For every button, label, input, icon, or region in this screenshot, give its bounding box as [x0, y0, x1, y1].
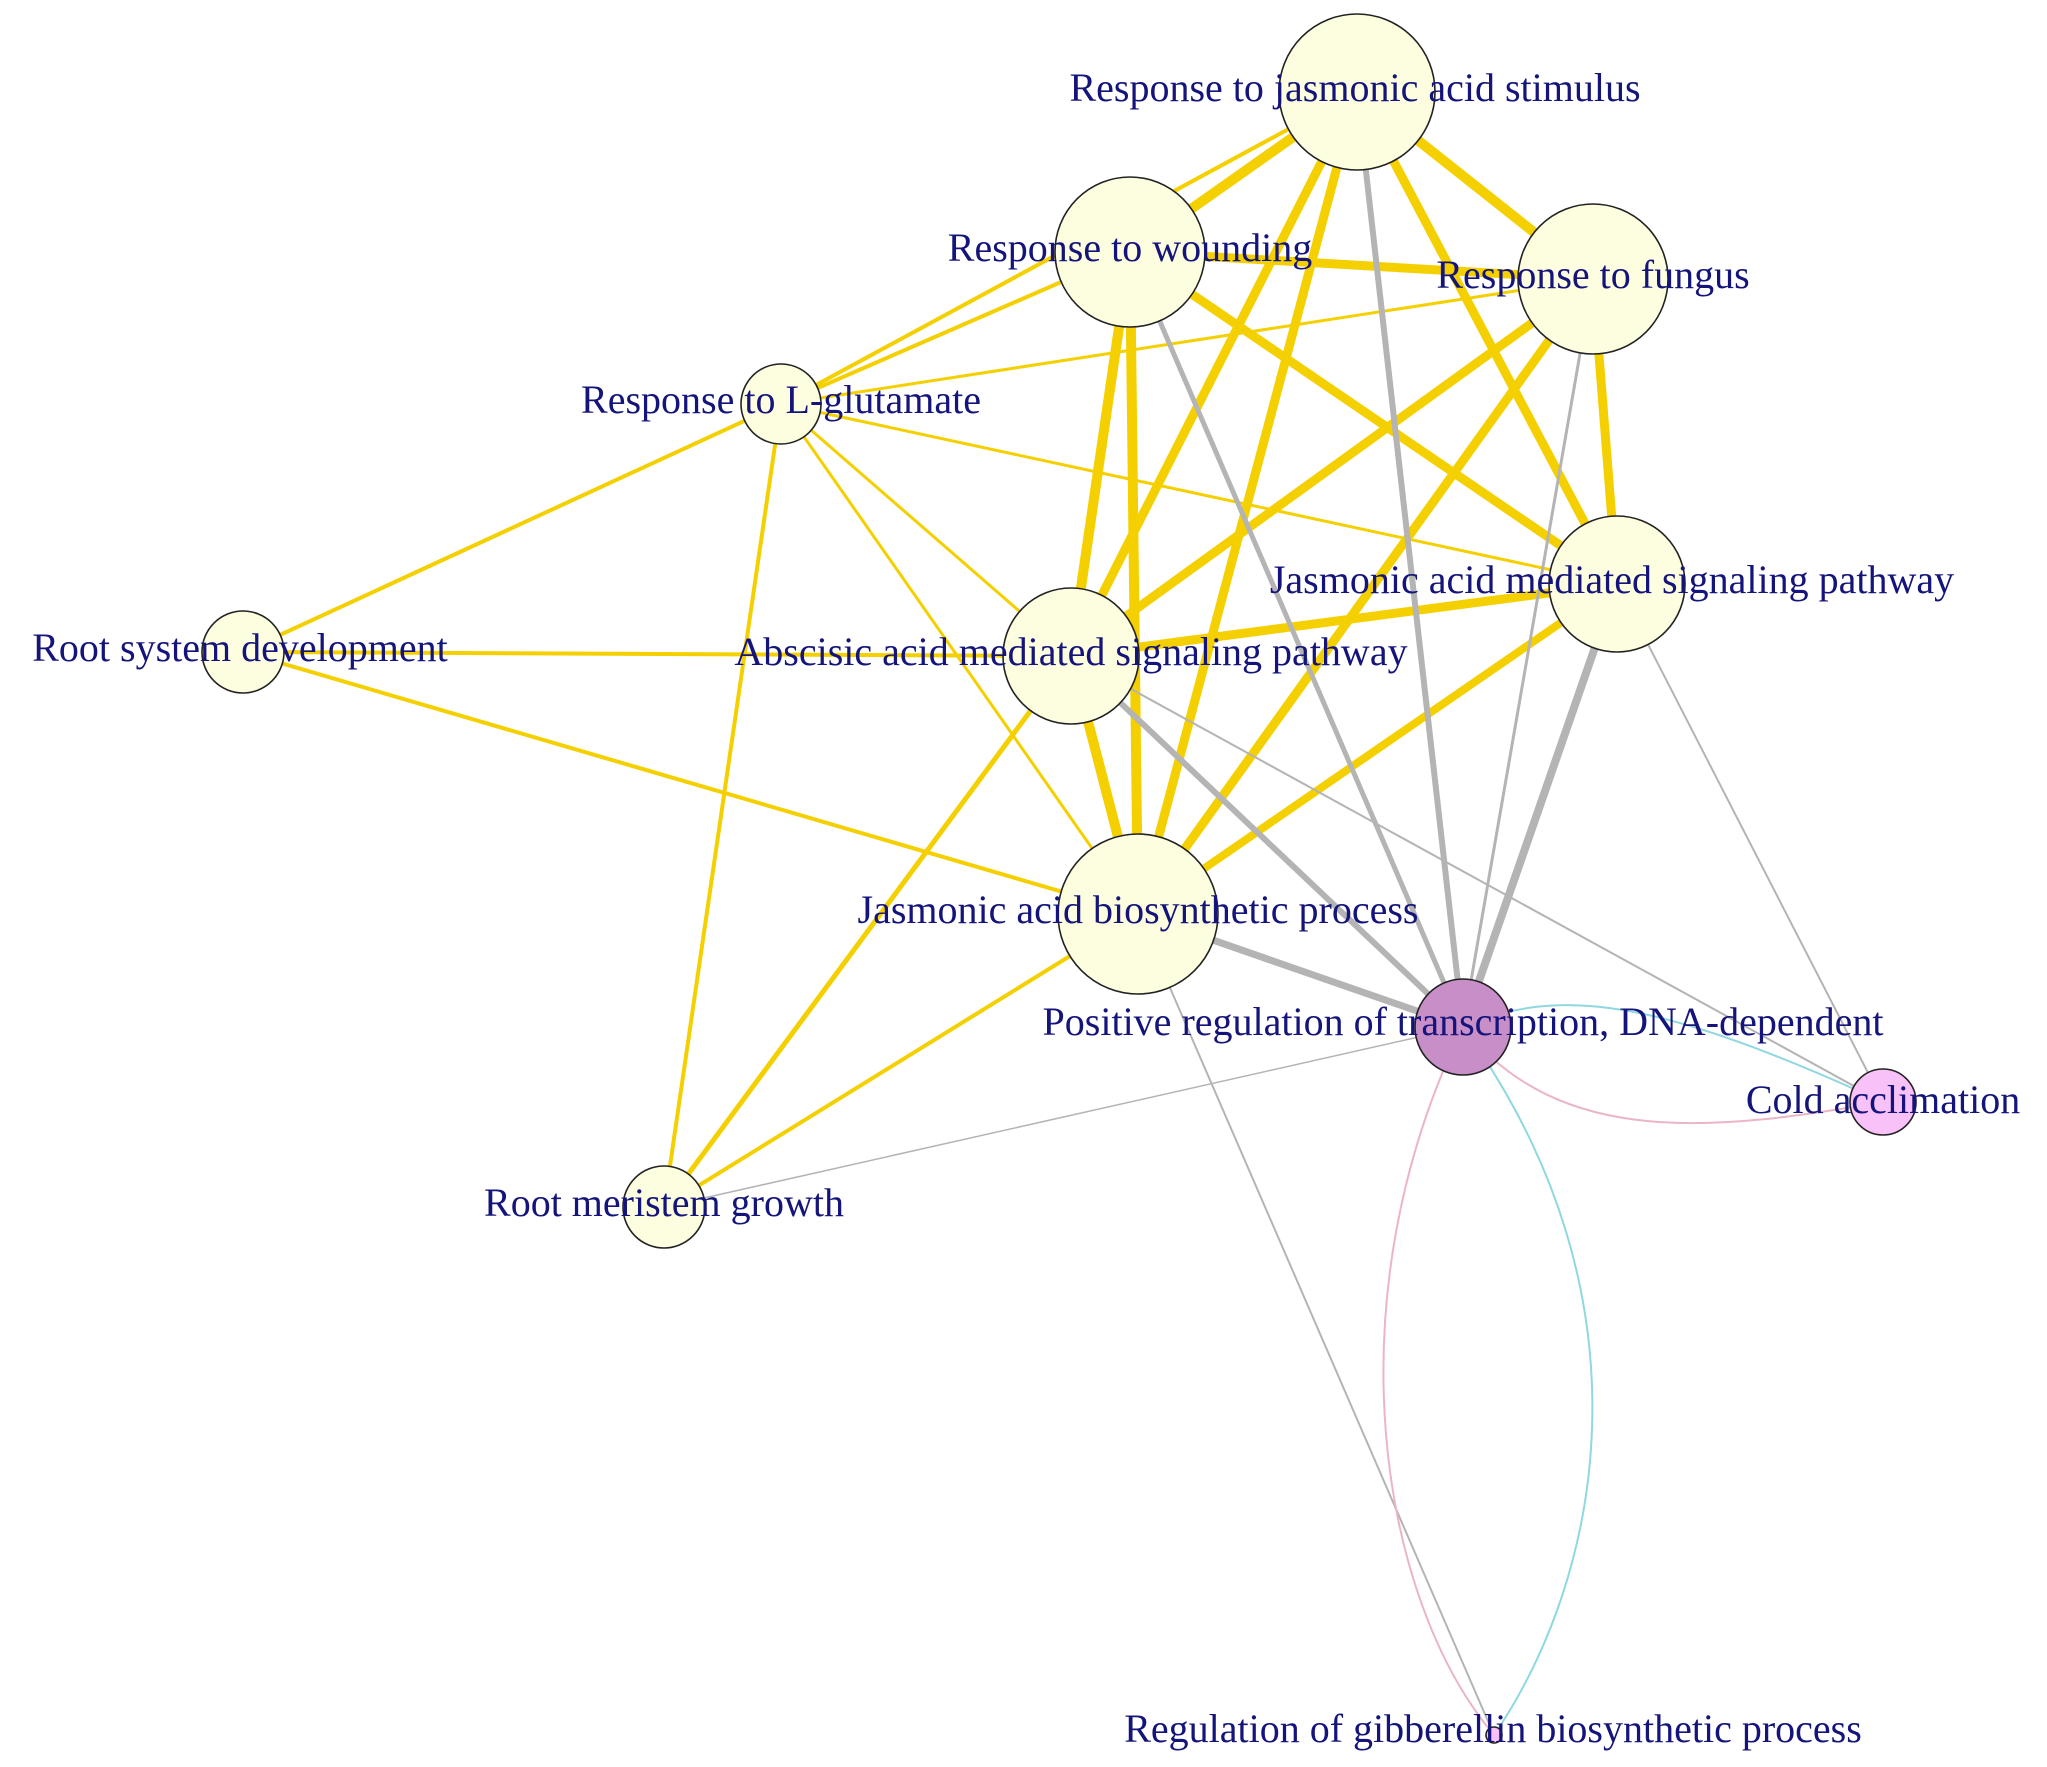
edge-ja_biosynthetic-gibberellin-gray	[1137, 913, 1495, 1736]
node-circle-cold	[1849, 1068, 1917, 1136]
edge-wounding-pos_regulation-gray	[1127, 249, 1466, 1030]
node-circle-root_system	[201, 610, 285, 694]
node-gibberellin	[1485, 1726, 1503, 1744]
node-jasmonic_signaling	[1548, 515, 1686, 653]
edge-fungus-ja_biosynthetic-yellow	[1133, 274, 1598, 919]
node-label-jasmonic_signaling: Jasmonic acid mediated signaling pathway	[1270, 557, 1954, 602]
edge-fungus-abscisic_signaling-yellow	[1066, 274, 1598, 661]
edge-ja_biosynthetic-root_meristem-yellow	[662, 912, 1140, 1209]
edge-pos_regulation-gibberellin-pink	[1382, 1026, 1495, 1736]
node-label-abscisic_signaling: Abscisic acid mediated signaling pathway	[734, 629, 1407, 674]
node-label-ja_biosynthetic: Jasmonic acid biosynthetic process	[858, 887, 1419, 932]
edge-jasmonic_stimulus-abscisic_signaling-yellow	[1066, 87, 1362, 661]
edge-jasmonic_signaling-abscisic_signaling-yellow	[1066, 579, 1622, 661]
node-label-cold: Cold acclimation	[1746, 1077, 2020, 1122]
node-label-wounding: Response to wounding	[948, 225, 1312, 270]
edge-abscisic_signaling-root_meristem-yellow	[661, 653, 1074, 1210]
node-l_glutamate	[740, 363, 822, 445]
node-circle-abscisic_signaling	[1002, 587, 1140, 725]
node-wounding	[1054, 176, 1206, 328]
edge-jasmonic_stimulus-pos_regulation-gray	[1354, 89, 1466, 1030]
edge-jasmonic_signaling-ja_biosynthetic-yellow	[1134, 580, 1621, 918]
edge-jasmonic_signaling-pos_regulation-gray	[1459, 580, 1621, 1031]
edge-fungus-l_glutamate-yellow	[779, 277, 1595, 406]
edge-l_glutamate-ja_biosynthetic-yellow	[779, 402, 1140, 916]
node-circle-root_meristem	[622, 1165, 706, 1249]
edge-jasmonic_signaling-cold-gray	[1616, 583, 1884, 1103]
node-label-gibberellin: Regulation of gibberellin biosynthetic p…	[1124, 1706, 1862, 1751]
node-circle-ja_biosynthetic	[1057, 833, 1219, 995]
node-label-pos_regulation: Positive regulation of transcription, DN…	[1043, 999, 1884, 1044]
edge-abscisic_signaling-cold-gray	[1070, 655, 1884, 1103]
node-circle-l_glutamate	[740, 363, 822, 445]
edge-wounding-fungus-yellow	[1125, 247, 1598, 284]
node-abscisic_signaling	[1002, 587, 1140, 725]
edge-root_meristem-pos_regulation-gray	[663, 1026, 1464, 1208]
edge-l_glutamate-jasmonic_signaling-yellow	[779, 402, 1619, 586]
node-label-jasmonic_stimulus: Response to jasmonic acid stimulus	[1069, 65, 1640, 110]
edge-root_system-ja_biosynthetic-yellow	[241, 650, 1140, 916]
node-ja_biosynthetic	[1057, 833, 1219, 995]
node-circle-fungus	[1517, 203, 1669, 355]
edge-wounding-ja_biosynthetic-yellow	[1125, 247, 1143, 919]
edges-layer	[241, 87, 1884, 1736]
labels-layer: Response to jasmonic acid stimulusRespon…	[32, 65, 2020, 1751]
node-circle-pos_regulation	[1414, 978, 1512, 1076]
node-root_system	[201, 610, 285, 694]
edge-pos_regulation-cold-pink	[1462, 1026, 1884, 1125]
node-circle-wounding	[1054, 176, 1206, 328]
node-root_meristem	[622, 1165, 706, 1249]
node-circle-gibberellin	[1485, 1726, 1503, 1744]
nodes-layer	[201, 13, 1917, 1744]
edge-pos_regulation-gibberellin-cyan	[1462, 1026, 1594, 1736]
node-fungus	[1517, 203, 1669, 355]
edge-root_system-abscisic_signaling-yellow	[241, 650, 1073, 658]
edge-l_glutamate-root_meristem-yellow	[662, 402, 783, 1209]
node-label-fungus: Response to fungus	[1436, 252, 1749, 297]
node-label-root_meristem: Root meristem growth	[484, 1180, 844, 1225]
edge-l_glutamate-root_system-yellow	[241, 402, 783, 654]
node-circle-jasmonic_stimulus	[1278, 13, 1436, 171]
node-circle-jasmonic_signaling	[1548, 515, 1686, 653]
edge-abscisic_signaling-pos_regulation-gray	[1068, 653, 1466, 1030]
node-pos_regulation	[1414, 978, 1512, 1076]
edge-fungus-pos_regulation-gray	[1461, 277, 1595, 1029]
node-label-root_system: Root system development	[32, 625, 448, 670]
edge-wounding-jasmonic_signaling-yellow	[1125, 247, 1622, 589]
node-label-l_glutamate: Response to L-glutamate	[581, 377, 981, 422]
node-cold	[1849, 1068, 1917, 1136]
node-jasmonic_stimulus	[1278, 13, 1436, 171]
edge-jasmonic_stimulus-jasmonic_signaling-yellow	[1352, 87, 1622, 589]
